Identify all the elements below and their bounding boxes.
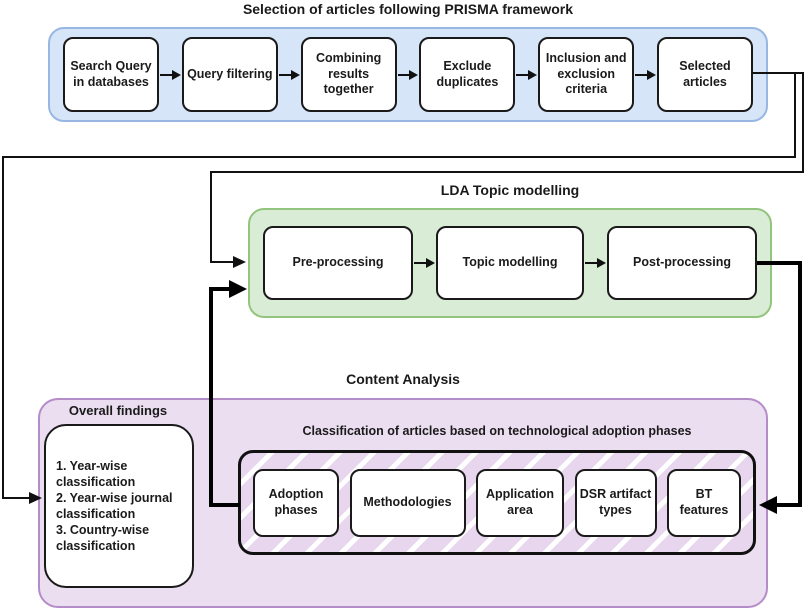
classification-label: Classification of articles based on tech… <box>302 424 692 438</box>
lda-section-title: LDA Topic modelling <box>440 182 580 198</box>
classification-item-adoption-phases: Adoption phases <box>253 468 339 537</box>
prisma-step-query-filtering: Query filtering <box>181 37 278 112</box>
classification-item-application-area: Application area <box>476 468 564 537</box>
classification-item-dsr-artifact-types: DSR artifact types <box>574 468 657 537</box>
flow-arrow-icon <box>397 69 419 80</box>
flow-arrow-icon <box>635 69 656 80</box>
prisma-step-selected-articles: Selected articles <box>656 37 753 112</box>
flow-arrow-icon <box>516 69 538 80</box>
findings-item-country-wise: 3. Country-wise classification <box>56 523 150 553</box>
arrowhead-into-pre-processing-icon <box>229 280 247 298</box>
findings-item-year-wise-journal: 2. Year-wise journal classification <box>56 491 173 521</box>
prisma-step-inclusion-exclusion: Inclusion and exclusion criteria <box>538 37 635 112</box>
classification-item-bt-features: BT features <box>667 468 741 537</box>
arrowhead-into-lda-icon <box>233 256 246 268</box>
flow-arrow-icon <box>278 69 300 80</box>
prisma-step-combining-results: Combining results together <box>300 37 397 112</box>
lda-step-pre-processing: Pre-processing <box>263 226 413 300</box>
lda-step-post-processing: Post-processing <box>607 226 757 300</box>
findings-item-year-wise: 1. Year-wise classification <box>56 459 136 489</box>
lda-container: Pre-processing Topic modelling Post-proc… <box>248 208 772 318</box>
classification-container: Adoption phases Methodologies Applicatio… <box>238 450 756 555</box>
overall-findings-box: 1. Year-wise classification 2. Year-wise… <box>44 424 194 588</box>
content-analysis-title: Content Analysis <box>346 371 460 387</box>
classification-item-methodologies: Methodologies <box>349 468 466 537</box>
lda-step-topic-modelling: Topic modelling <box>436 226 584 300</box>
prisma-step-exclude-duplicates: Exclude duplicates <box>419 37 516 112</box>
prisma-container: Search Query in databases Query filterin… <box>48 27 768 122</box>
prisma-section-title: Selection of articles following PRISMA f… <box>242 1 574 17</box>
overall-findings-label: Overall findings <box>68 403 168 418</box>
flow-arrow-icon <box>414 258 435 268</box>
flow-arrow-icon <box>160 69 181 80</box>
flow-arrow-icon <box>585 258 606 268</box>
prisma-step-search-query: Search Query in databases <box>63 37 159 112</box>
